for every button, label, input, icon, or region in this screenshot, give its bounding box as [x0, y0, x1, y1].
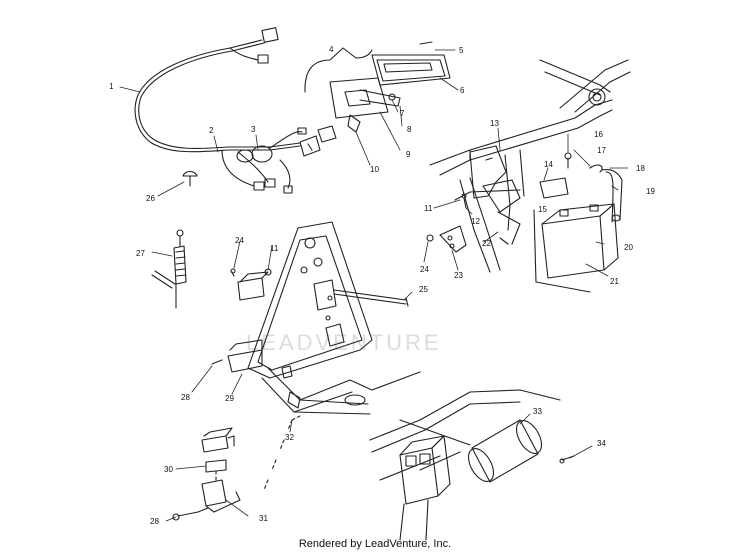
callout-7: 7 — [400, 109, 405, 118]
callout-16: 16 — [594, 130, 603, 139]
callout-28b: 28 — [150, 517, 159, 526]
callout-3: 3 — [251, 125, 256, 134]
lower-frame — [261, 365, 561, 491]
callout-23: 23 — [454, 271, 463, 280]
tail-light-assembly — [299, 41, 451, 157]
callout-1: 1 — [109, 82, 114, 91]
callout-25: 25 — [419, 285, 428, 294]
callout-4: 4 — [329, 45, 334, 54]
callout-30: 30 — [164, 465, 173, 474]
mount-plate — [151, 221, 409, 379]
callout-32: 32 — [285, 433, 294, 442]
callout-10: 10 — [370, 165, 379, 174]
callout-19: 19 — [646, 187, 655, 196]
callout-33: 33 — [533, 407, 542, 416]
callout-24b: 24 — [235, 236, 244, 245]
callout-21: 21 — [610, 277, 619, 286]
callout-34: 34 — [597, 439, 606, 448]
callout-31: 31 — [259, 514, 268, 523]
callout-14: 14 — [544, 160, 553, 169]
callout-24a: 24 — [420, 265, 429, 274]
callout-13: 13 — [490, 119, 499, 128]
rear-frame-upper — [426, 59, 631, 273]
callout-11a: 11 — [424, 204, 433, 213]
leader-lines — [119, 49, 629, 522]
callout-5: 5 — [459, 46, 464, 55]
callout-labels: 1 2 3 4 5 6 7 8 9 10 11 12 13 14 15 16 1… — [109, 45, 655, 526]
callout-8: 8 — [407, 125, 412, 134]
callout-11b: 11 — [270, 244, 279, 253]
callout-17: 17 — [597, 146, 606, 155]
callout-2: 2 — [209, 126, 214, 135]
footer-credit: Rendered by LeadVenture, Inc. — [298, 538, 452, 550]
callout-29: 29 — [225, 394, 234, 403]
callout-22: 22 — [482, 239, 491, 248]
starter-motor — [399, 419, 575, 541]
callout-6: 6 — [460, 86, 465, 95]
callout-27: 27 — [136, 249, 145, 258]
cdi-box-bracket — [172, 427, 241, 521]
battery — [533, 152, 623, 293]
callout-18: 18 — [636, 164, 645, 173]
callout-15: 15 — [538, 205, 547, 214]
callout-20: 20 — [624, 243, 633, 252]
callout-26: 26 — [146, 194, 155, 203]
callout-12: 12 — [471, 217, 480, 226]
callout-9: 9 — [406, 150, 411, 159]
wiring-harness — [134, 27, 307, 194]
callout-28a: 28 — [181, 393, 190, 402]
